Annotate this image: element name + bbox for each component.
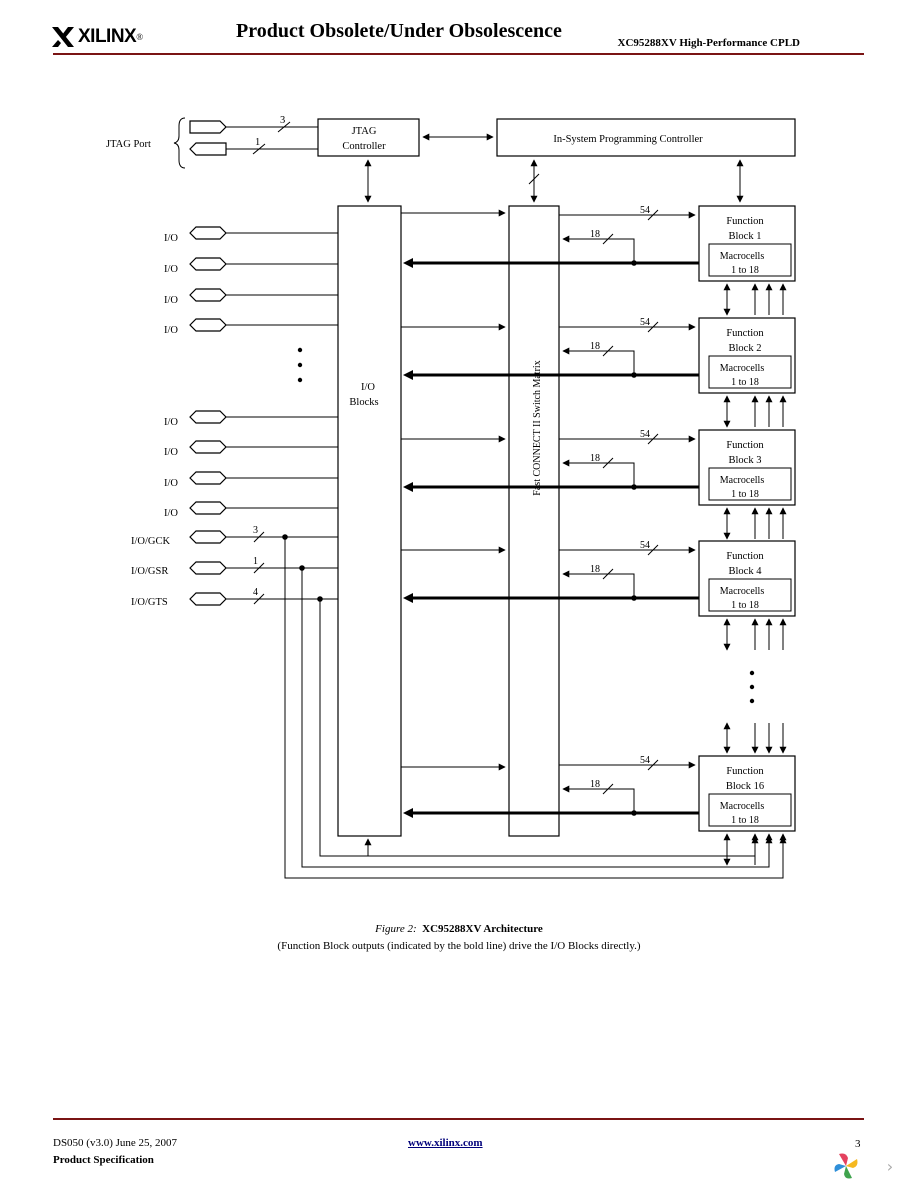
io-pin-icon [189,410,227,424]
switch-matrix [508,205,560,837]
fb-input-width: 54 [640,755,650,766]
gck-pin-icon [189,530,227,544]
io-pin-icon [189,501,227,515]
jtag-in-pin-icon [189,120,227,134]
io-blocks-label-2: Blocks [349,397,378,408]
footer-rule [53,1118,864,1120]
figure-label: Figure 2: [375,923,417,935]
document-id: DS050 (v3.0) June 25, 2007 [53,1137,178,1149]
macrocells-box [708,355,792,389]
document-type: Product Specification [53,1154,154,1166]
function-block-label: Function [726,440,764,451]
fb-input-width: 54 [640,317,650,328]
figure-title: XC95288XV Architecture [422,923,543,935]
function-block-number: Block 16 [726,781,764,792]
figure-caption: Figure 2: XC95288XV Architecture [0,923,918,935]
logo-text: XILINX [78,26,137,47]
jtag-controller-label-2: Controller [342,141,386,152]
io-blocks-label-1: I/O [361,382,375,393]
function-block-label: Function [726,216,764,227]
io-pin-icon [189,288,227,302]
gck-width: 3 [253,525,258,536]
io-pin-label: I/O [164,233,178,244]
gsr-pin-icon [189,561,227,575]
document-title: Product Obsolete/Under Obsolescence [236,20,562,42]
io-pin-icon [189,471,227,485]
macrocells-box [708,793,792,827]
io-pin-label: I/O [164,447,178,458]
isp-controller-label: In-System Programming Controller [553,134,703,145]
macrocells-label: Macrocells [720,801,765,812]
gts-pin-label: I/O/GTS [131,597,168,608]
function-block-number: Block 2 [729,343,762,354]
fb-input-width: 54 [640,429,650,440]
fb-input-width: 54 [640,205,650,216]
fb-input-width: 54 [640,540,650,551]
io-pin-icon [189,440,227,454]
xilinx-mark-icon [52,27,74,47]
io-pin-label: I/O [164,264,178,275]
gts-width: 4 [253,587,258,598]
io-pin-label: I/O [164,508,178,519]
jtag-controller-block [317,118,420,157]
fb-feedback-width: 18 [590,229,600,240]
jtag-controller-label-1: JTAG [352,126,377,137]
product-name: XC95288XV High-Performance CPLD [617,37,801,49]
io-to-matrix-links [401,209,506,771]
jtag-in-width: 3 [280,115,285,126]
architecture-diagram: JTAG Port 3 1 JTAG Controller In-System … [106,115,796,879]
macrocells-range: 1 to 18 [731,600,759,611]
gsr-width: 1 [253,556,258,567]
logo-registered-mark: ® [136,32,144,42]
fb-feedback-width: 18 [590,453,600,464]
jtag-brace [173,117,186,169]
io-pin-icon [189,257,227,271]
jtag-port-label: JTAG Port [106,139,151,150]
io-pin-rows: I/O I/O I/O I/O I/O I/O I/O I/O [164,226,338,519]
page-number: 3 [855,1138,861,1150]
isp-controller-block [496,118,796,157]
macrocells-label: Macrocells [720,586,765,597]
xilinx-website-link[interactable]: www.xilinx.com [408,1137,483,1149]
fb-feedback-width: 18 [590,564,600,575]
xilinx-logo: XILINX ® [52,26,143,48]
macrocells-range: 1 to 18 [731,265,759,276]
jtag-out-pin-icon [189,142,227,156]
gck-pin-label: I/O/GCK [131,536,171,547]
macrocells-range: 1 to 18 [731,377,759,388]
io-pin-label: I/O [164,325,178,336]
io-pin-label: I/O [164,417,178,428]
macrocells-label: Macrocells [720,475,765,486]
function-block-label: Function [726,551,764,562]
macrocells-label: Macrocells [720,251,765,262]
header-rule [53,53,864,55]
gts-pin-icon [189,592,227,606]
macrocells-label: Macrocells [720,363,765,374]
macrocells-box [708,467,792,501]
pinwheel-icon[interactable] [826,1146,866,1186]
jtag-out-width: 1 [255,137,260,148]
fb-feedback-width: 18 [590,779,600,790]
macrocells-box [708,578,792,612]
io-pin-label: I/O [164,295,178,306]
function-block-number: Block 1 [729,231,762,242]
io-blocks [337,205,402,837]
macrocells-range: 1 to 18 [731,489,759,500]
gsr-pin-label: I/O/GSR [131,566,168,577]
io-pin-icon [189,226,227,240]
figure-note: (Function Block outputs (indicated by th… [277,940,641,952]
function-block-number: Block 4 [729,566,763,577]
fb-feedback-width: 18 [590,341,600,352]
function-block-label: Function [726,766,764,777]
io-pin-label: I/O [164,478,178,489]
function-block-number: Block 3 [729,455,762,466]
macrocells-range: 1 to 18 [731,815,759,826]
macrocells-box [708,243,792,277]
switch-matrix-label: Fast CONNECT II Switch Matrix [532,360,543,495]
function-block-label: Function [726,328,764,339]
io-pin-icon [189,318,227,332]
chevron-right-icon[interactable]: › [886,1156,894,1176]
